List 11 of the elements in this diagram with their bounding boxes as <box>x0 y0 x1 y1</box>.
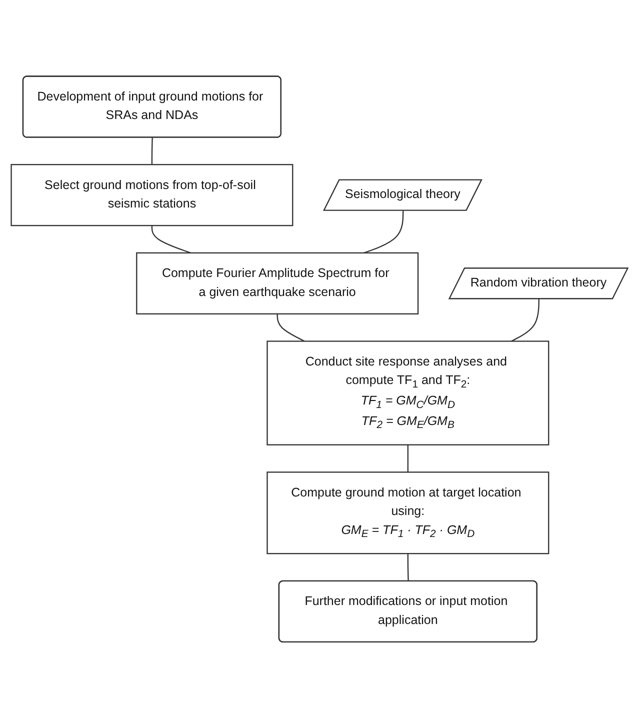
node-box: Conduct site response analyses and compute TF$_{1}$ and TF$_{2}$: TF$_{1}$ = GM$_{C}$/GM$_{D}$ TF$_{2}$ = GM$_{E}$/GM$_{B}$ <box>266 341 550 446</box>
connector <box>276 314 305 342</box>
connector <box>151 138 153 165</box>
node-box: Select ground motions from top-of-soil seismic stations <box>10 164 294 227</box>
connector <box>364 211 404 254</box>
connector <box>407 554 409 582</box>
node-box: Compute ground motion at target location using: GM$_{E}$ = TF$_{1}$ · TF$_{2}$ · GM$_{D}$ <box>266 472 550 555</box>
connector <box>151 226 191 254</box>
node-box: Compute Fourier Amplitude Spectrum for a given earthquake scenario <box>136 252 419 315</box>
connector <box>510 299 540 342</box>
connector <box>407 445 408 473</box>
